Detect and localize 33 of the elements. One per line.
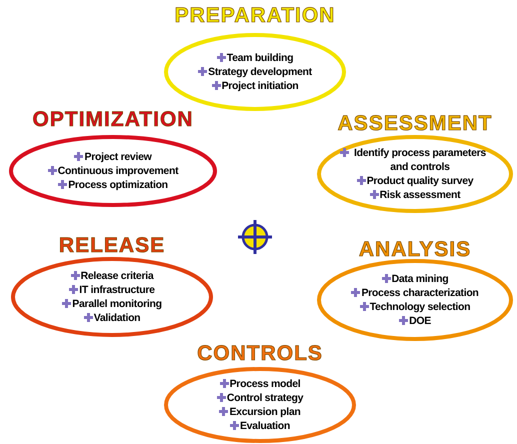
- phase-heading: ASSESSMENT: [336, 112, 494, 136]
- list-item: Process model: [230, 377, 300, 391]
- list-item: DOE: [409, 314, 431, 328]
- phase-ellipse: [8, 108, 218, 208]
- list-item: Strategy development: [208, 65, 312, 79]
- phase-heading: OPTIMIZATION: [32, 108, 194, 132]
- phase-ellipse: [10, 234, 214, 338]
- list-item: IT infrastructure: [79, 283, 155, 297]
- list-item: Project initiation: [222, 79, 298, 93]
- phase-heading: ANALYSIS: [358, 238, 472, 262]
- phase-heading: RELEASE: [58, 234, 166, 258]
- list-item: Evaluation: [240, 419, 290, 433]
- list-item: Risk assessment: [380, 188, 460, 202]
- list-item: Team building: [226, 51, 294, 65]
- phase-ellipse: [163, 4, 347, 112]
- phase-ellipse: [163, 342, 357, 444]
- list-item: Control strategy: [226, 391, 304, 405]
- list-item: Excursion plan: [229, 405, 301, 419]
- list-item: Continuous improvement: [58, 164, 178, 178]
- list-item: Release criteria: [80, 269, 154, 283]
- list-item: Product quality survey: [366, 174, 474, 188]
- list-item: Project review: [84, 150, 152, 164]
- list-item: Identify process parameters and controls: [353, 146, 487, 174]
- phase-ellipse: [316, 238, 514, 342]
- phase-heading: PREPARATION: [174, 4, 336, 28]
- list-item: Technology selection: [370, 300, 470, 314]
- list-item: Data mining: [392, 272, 448, 286]
- phase-heading: CONTROLS: [196, 342, 324, 366]
- list-item: Validation: [94, 311, 140, 325]
- list-item: Process characterization: [361, 286, 479, 300]
- list-item: Parallel monitoring: [72, 297, 162, 311]
- phase-ellipse: [316, 112, 514, 214]
- list-item: Process optimization: [68, 178, 168, 192]
